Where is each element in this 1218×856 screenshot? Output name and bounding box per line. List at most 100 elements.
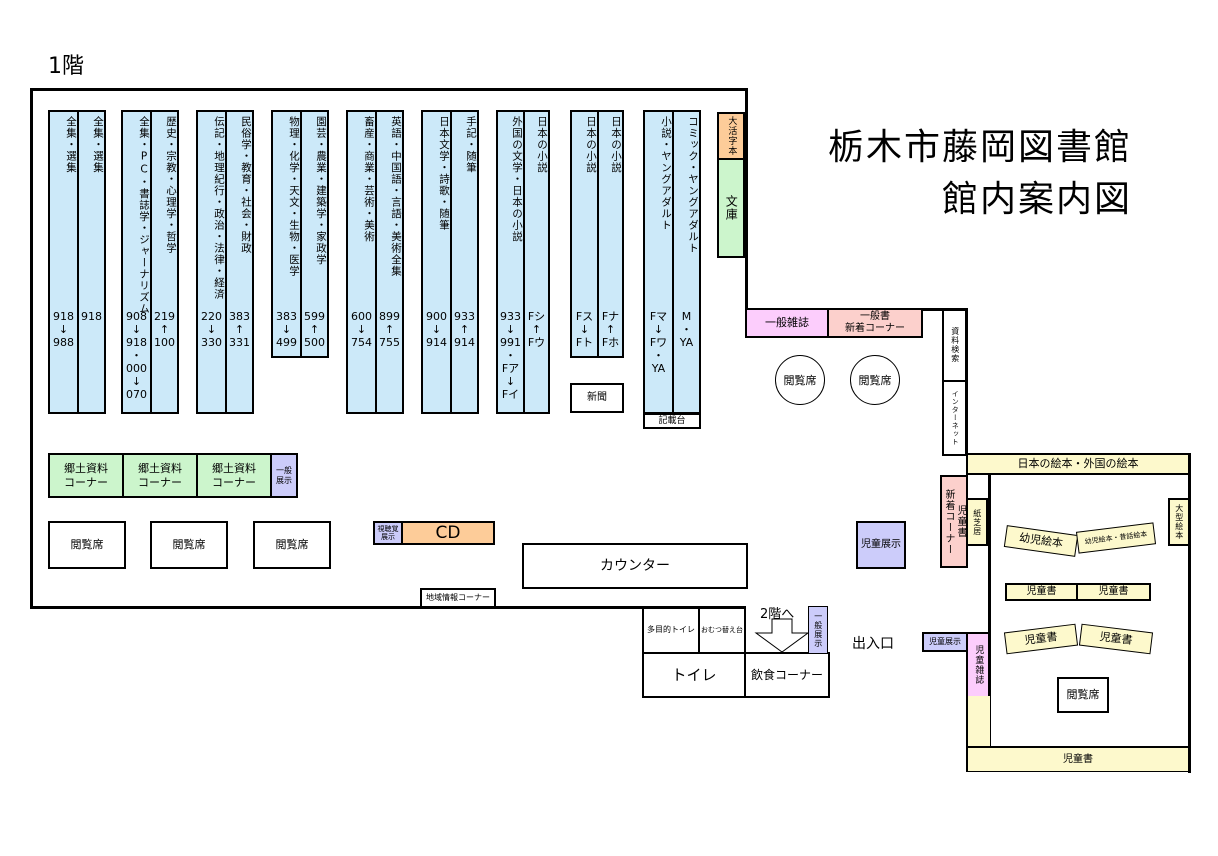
- shelf-category-label: 日本の小説: [536, 116, 548, 174]
- toilet: トイレ: [642, 652, 746, 698]
- classification-code: 918: [81, 310, 102, 323]
- reading-seat-round: 閲覧席: [850, 355, 900, 405]
- classification-code: ↓: [505, 323, 516, 336]
- av-display: 視聴覚 展示: [373, 521, 403, 545]
- label-line: コーナー: [212, 475, 256, 489]
- large-picture-books-shelf: 大型絵本: [1168, 498, 1190, 546]
- children-new-books-shelf: 新着コーナー 児童書: [940, 475, 968, 568]
- classification-code: ↑: [309, 323, 320, 336]
- classification-code: 899: [379, 310, 400, 323]
- shelf-category-label: 民俗学・教育・社会・財政: [240, 116, 252, 254]
- newspaper-rack: 新聞: [570, 383, 624, 413]
- label-line: 一般書: [860, 311, 890, 322]
- shelf-category-label: コミック・ヤングアダルト: [687, 116, 699, 254]
- internet-terminal: インターネット: [942, 380, 968, 456]
- classification-code: M: [681, 310, 692, 323]
- cd-shelf: CD: [401, 521, 495, 545]
- label-line: 一般: [276, 465, 292, 475]
- classification-code: 914: [454, 336, 475, 349]
- label-line: 児童書: [955, 505, 966, 538]
- children-books-bottom-shelf: 児童書: [966, 746, 1190, 772]
- local-materials-shelf: 郷土資料 コーナー: [122, 453, 198, 498]
- map-title: 栃木市藤岡図書館: [827, 127, 1132, 168]
- classification-code: 383: [276, 310, 297, 323]
- classification-code: ↓: [281, 323, 292, 336]
- classification-code: ↓: [131, 323, 142, 336]
- classification-range: Fマ↓Fワ・YA: [645, 310, 672, 375]
- counter: カウンター: [522, 543, 748, 589]
- general-magazines-shelf: 一般雑誌: [745, 308, 829, 338]
- classification-code: YA: [651, 362, 666, 375]
- label-line: 展示: [381, 533, 395, 541]
- classification-code: Fワ: [649, 336, 668, 349]
- toddler-books-shelf: 幼児絵本: [1003, 525, 1079, 557]
- classification-range: 599↑500: [302, 310, 327, 349]
- classification-range: 600↓754: [348, 310, 375, 349]
- shelf-category-label: 歴史・宗教・心理学・哲学: [165, 116, 177, 254]
- classification-code: Fウ: [527, 336, 546, 349]
- classification-code: ↑: [159, 323, 170, 336]
- classification-range: 918: [79, 310, 104, 323]
- classification-code: Fマ: [649, 310, 668, 323]
- classification-code: ・: [505, 349, 516, 362]
- childrens-display: 児童展示: [856, 521, 906, 569]
- classification-code: 908: [126, 310, 147, 323]
- classification-code: 220: [201, 310, 222, 323]
- classification-code: Fイ: [501, 388, 520, 401]
- shelf-category-label: 全集・選集: [65, 116, 77, 174]
- label-line: コーナー: [64, 475, 108, 489]
- shelf-category-label: 伝記・地理紀行・政治・法律・経済: [213, 116, 225, 300]
- classification-range: Fナ↑Fホ: [599, 310, 622, 349]
- wall: [745, 88, 748, 310]
- classification-code: Fア: [501, 362, 520, 375]
- shelf-category-label: 手記・随筆: [465, 116, 477, 174]
- local-materials-shelf: 郷土資料 コーナー: [48, 453, 124, 498]
- picture-books-shelf: 日本の絵本・外国の絵本: [966, 453, 1190, 475]
- bunko-shelf: 文庫: [717, 158, 745, 258]
- kamishibai-shelf: 紙芝居: [966, 498, 988, 546]
- classification-code: ↓: [356, 323, 367, 336]
- classification-code: ↓: [206, 323, 217, 336]
- classification-code: ↓: [505, 375, 516, 388]
- classification-code: ↓: [131, 375, 142, 388]
- reading-seat-table: 閲覧席: [48, 521, 126, 569]
- reading-seat-round: 閲覧席: [775, 355, 825, 405]
- classification-range: 383↓499: [273, 310, 300, 349]
- wall: [1188, 453, 1191, 773]
- classification-code: 100: [154, 336, 175, 349]
- classification-code: 914: [426, 336, 447, 349]
- label-line: 郷土資料: [138, 462, 182, 476]
- wall: [988, 475, 991, 749]
- classification-code: 933: [500, 310, 521, 323]
- classification-code: ↓: [58, 323, 69, 336]
- classification-code: Fシ: [527, 310, 546, 323]
- children-books-shelf: 児童書: [1078, 623, 1154, 655]
- classification-code: Fホ: [601, 336, 620, 349]
- classification-range: 383↑331: [227, 310, 252, 349]
- reading-seat-table: 閲覧席: [150, 521, 228, 569]
- classification-code: Fス: [575, 310, 594, 323]
- classification-code: 918: [53, 310, 74, 323]
- classification-range: 908↓918・000↓070: [123, 310, 150, 401]
- children-books-shelf: 児童書: [1005, 583, 1078, 601]
- entrance-label[interactable]: 出入口: [852, 636, 894, 652]
- classification-code: 070: [126, 388, 147, 401]
- classification-code: 383: [229, 310, 250, 323]
- label-line: 郷土資料: [212, 462, 256, 476]
- classification-code: 918: [126, 336, 147, 349]
- classification-code: Fト: [575, 336, 594, 349]
- diaper-changing-table: おむつ替え台: [698, 606, 746, 654]
- children-books-shelf: 児童書: [1076, 583, 1151, 601]
- classification-range: 933↑914: [452, 310, 477, 349]
